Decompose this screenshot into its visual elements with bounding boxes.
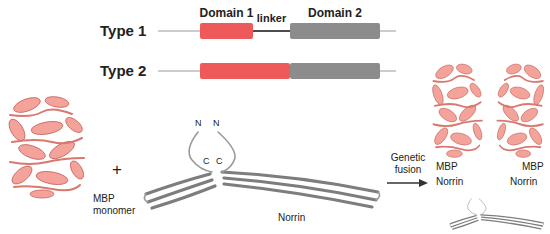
linker-line [253, 30, 290, 32]
protein-label: MBP [436, 161, 458, 173]
plus-sign: + [112, 160, 122, 180]
step-label: Genetic fusion [382, 152, 434, 175]
protein-label: Norrin [278, 212, 305, 224]
row-label: Type 1 [100, 22, 146, 39]
terminus-label: C [216, 156, 223, 166]
linker-label: linker [257, 12, 286, 25]
protein-label: Norrin [510, 176, 537, 188]
domain-box: Domain 1 [200, 23, 253, 39]
terminus-label: N [195, 118, 202, 128]
protein-label: MBP monomer [93, 193, 145, 216]
domain-heading: Domain 2 [308, 6, 362, 20]
row-label: Type 2 [100, 62, 146, 79]
protein-label: Norrin [436, 176, 463, 188]
terminus-label: N [213, 118, 220, 128]
domain-box: Domain 2 [290, 23, 380, 39]
protein-label: MBP [522, 161, 544, 173]
domain-heading: Domain 1 [199, 6, 253, 20]
terminus-label: C [203, 156, 210, 166]
